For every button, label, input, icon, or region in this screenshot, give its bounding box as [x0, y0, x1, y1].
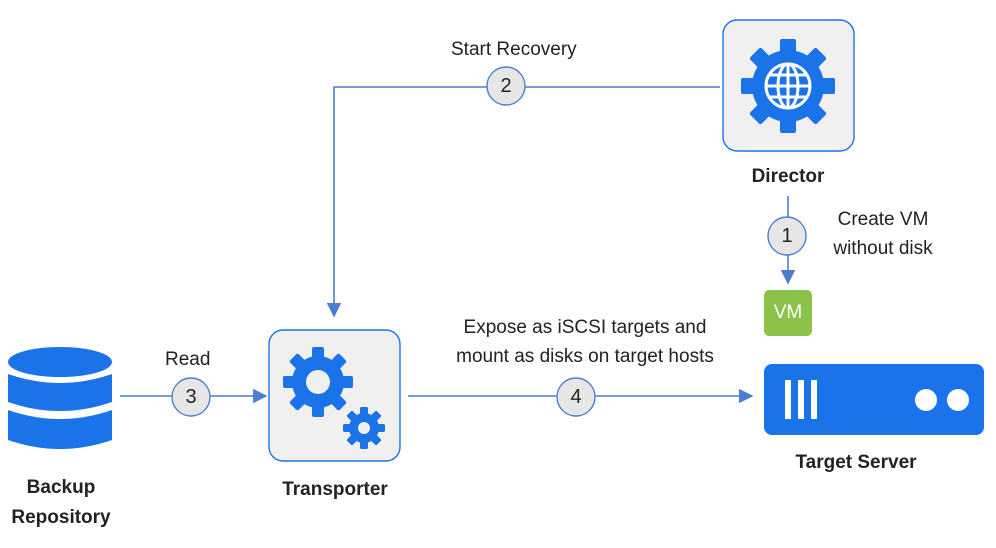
step-circle-3 [171, 377, 211, 417]
step-circle-4 [556, 377, 596, 417]
step-4-label-line1: Expose as iSCSI targets and [463, 317, 707, 338]
vm-label: VM [773, 302, 803, 323]
transporter-node [268, 329, 401, 462]
director-label: Director [751, 166, 825, 187]
step-3-label: Read [165, 349, 211, 370]
target-server-label: Target Server [795, 452, 917, 473]
connector-start-recovery [326, 86, 720, 318]
step-circle-2 [486, 66, 526, 106]
vm-node [764, 290, 812, 336]
step-1-label-line1: Create VM [837, 209, 929, 230]
step-4-label-line2: mount as disks on target hosts [456, 346, 714, 367]
step-1-label-line2: without disk [833, 238, 933, 259]
gears-icon [283, 347, 385, 449]
step-circle-1 [767, 216, 807, 256]
step-2-label: Start Recovery [451, 39, 577, 60]
backup-repository-label-line1: Backup [26, 477, 96, 498]
step-number-2: 2 [500, 75, 512, 97]
step-number-3: 3 [185, 386, 197, 408]
step-number-4: 4 [570, 386, 582, 408]
backup-repository-label-line2: Repository [11, 507, 111, 528]
transporter-label: Transporter [282, 479, 388, 500]
director-node [722, 19, 855, 152]
server-icon [764, 364, 984, 435]
database-icon [8, 347, 112, 449]
globe-gear-icon [741, 39, 835, 133]
step-number-1: 1 [781, 225, 793, 247]
